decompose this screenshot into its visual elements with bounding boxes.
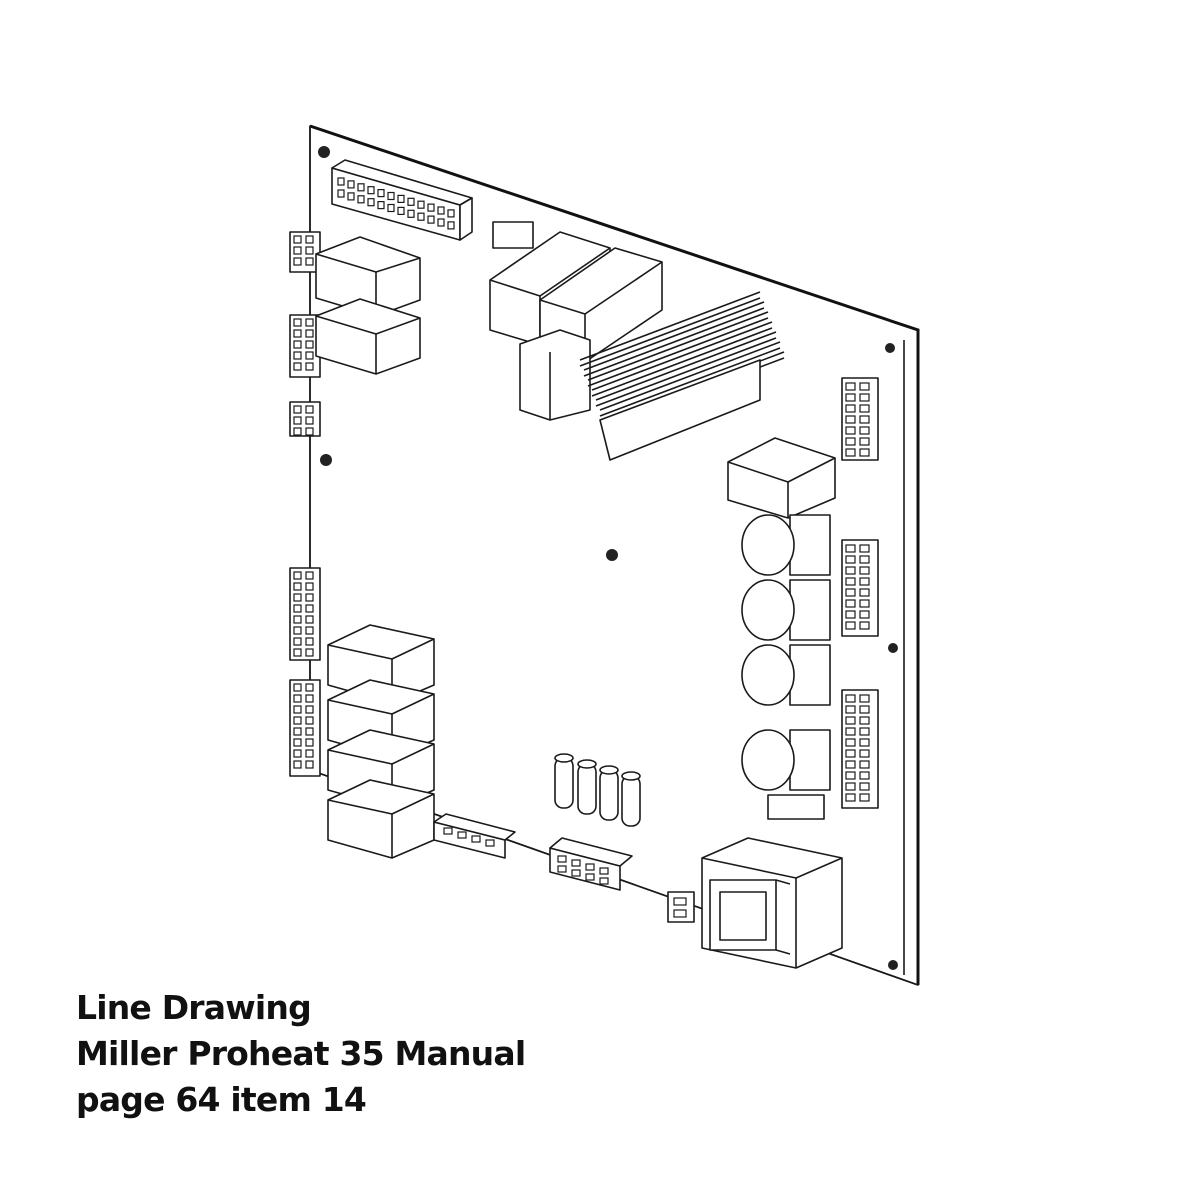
lower-left-relays: [327, 624, 435, 859]
bottom-connectors: [433, 813, 695, 923]
caption-line-1: Line Drawing: [76, 988, 312, 1027]
mounting-holes: [318, 146, 898, 970]
transformer: [701, 837, 843, 969]
caption-line-3: page 64 item 14: [76, 1080, 367, 1119]
left-connectors: [289, 231, 321, 777]
power-relays-and-heatsink: [489, 221, 785, 461]
right-relay: [727, 437, 836, 519]
upper-left-relays: [315, 236, 421, 375]
round-capacitors: [741, 514, 831, 820]
small-capacitors: [554, 753, 641, 827]
top-pin-header: [331, 159, 473, 241]
right-connectors: [841, 377, 879, 809]
drawing-caption: Line Drawing Miller Proheat 35 Manual pa…: [76, 985, 526, 1123]
caption-line-2: Miller Proheat 35 Manual: [76, 1034, 526, 1073]
